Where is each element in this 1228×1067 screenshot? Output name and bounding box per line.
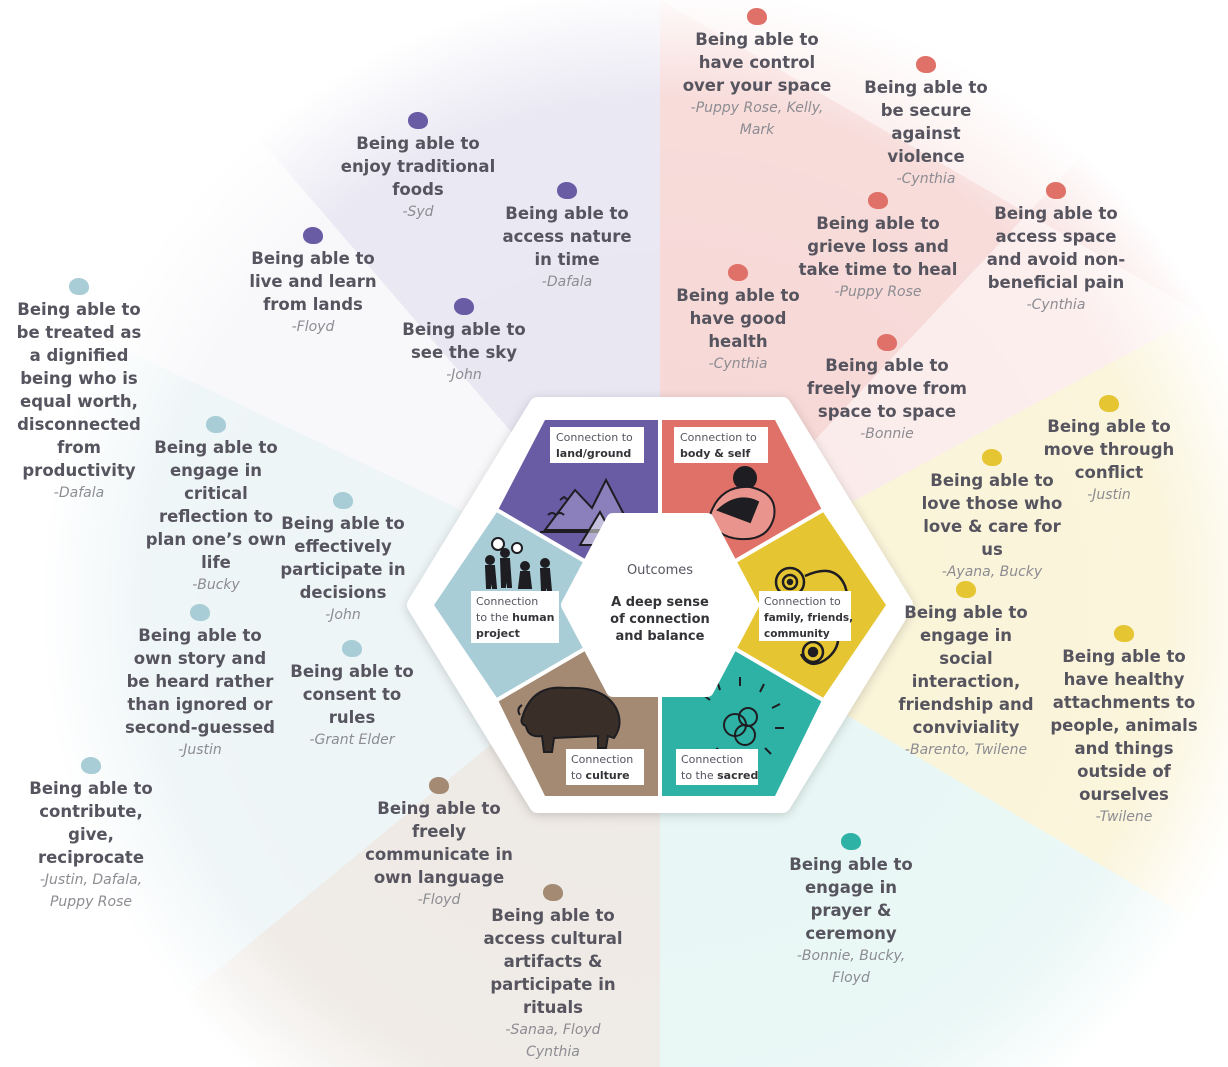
bullet-dot (190, 604, 210, 621)
segment-label-body: Connection to body & self (674, 427, 768, 463)
outcome-move-conflict: Being able to move through conflict-Just… (1039, 395, 1179, 506)
center-hexagon (561, 513, 759, 697)
svg-text:to culture: to culture (571, 769, 630, 782)
center-subtitle-line: of connection (610, 612, 710, 627)
bullet-dot (916, 56, 936, 73)
bullet-dot (877, 334, 897, 351)
bullet-dot (841, 833, 861, 850)
outcome-healthy-attachments: Being able to have healthy attachments t… (1044, 625, 1204, 828)
bullet-dot (956, 581, 976, 598)
outcome-cultural-artifacts: Being able to access cultural artifacts … (483, 884, 623, 1063)
outcome-live-learn-lands: Being able to live and learn from lands-… (243, 227, 383, 338)
svg-text:body & self: body & self (680, 447, 751, 460)
bullet-dot (408, 112, 428, 129)
outcome-control-space: Being able to have control over your spa… (682, 8, 832, 141)
bullet-dot (303, 227, 323, 244)
segment-label-family: Connection to family, friends, community (759, 591, 853, 641)
outcome-secure-violence: Being able to be secure against violence… (851, 56, 1001, 190)
center-title: Outcomes (627, 563, 693, 578)
bullet-dot (982, 449, 1002, 466)
bullet-dot (333, 492, 353, 509)
segment-label-sacred: Connection to the sacred (676, 749, 758, 785)
outcome-traditional-foods: Being able to enjoy traditional foods-Sy… (338, 112, 498, 223)
bullet-dot (557, 182, 577, 199)
outcome-good-health: Being able to have good health-Cynthia (673, 264, 803, 375)
crouching-figure-icon (708, 466, 776, 541)
bullet-dot (342, 640, 362, 657)
outcome-dignified-being: Being able to be treated as a dignified … (14, 278, 144, 504)
svg-text:Connection: Connection (476, 595, 538, 608)
outcome-own-language: Being able to freely communicate in own … (364, 777, 514, 911)
bison-icon (517, 686, 621, 753)
bullet-dot (429, 777, 449, 794)
outcome-participate-decisions: Being able to effectively participate in… (278, 492, 408, 626)
outcome-critical-reflection: Being able to engage in critical reflect… (141, 416, 291, 596)
center-subtitle-line: A deep sense (611, 595, 709, 610)
bullet-dot (728, 264, 748, 281)
bullet-dot (543, 884, 563, 901)
bullet-dot (1114, 625, 1134, 642)
hexagon-wheel: Connection to land/ground Connection to … (407, 397, 913, 813)
outcome-social-interaction: Being able to engage in social interacti… (891, 581, 1041, 761)
segment-label-culture: Connection to culture (566, 749, 644, 785)
segment-label-human: Connection to the human project (471, 591, 559, 643)
svg-text:family, friends,: family, friends, (764, 612, 853, 624)
svg-text:Connection: Connection (571, 753, 633, 766)
outcome-access-nature: Being able to access nature in time-Dafa… (492, 182, 642, 293)
svg-text:land/ground: land/ground (556, 447, 631, 460)
outcome-own-story: Being able to own story and be heard rat… (125, 604, 275, 761)
svg-text:project: project (476, 627, 520, 640)
svg-text:to the sacred: to the sacred (681, 769, 758, 782)
bullet-dot (81, 757, 101, 774)
svg-text:Connection to: Connection to (764, 595, 841, 608)
center-subtitle-line: and balance (616, 629, 705, 644)
bullet-dot (747, 8, 767, 25)
svg-text:Connection to: Connection to (680, 431, 757, 444)
svg-text:community: community (764, 628, 830, 640)
bullet-dot (454, 298, 474, 315)
outcome-freely-move: Being able to freely move from space to … (807, 334, 967, 445)
bullet-dot (206, 416, 226, 433)
svg-text:Connection to: Connection to (556, 431, 633, 444)
bullet-dot (1046, 182, 1066, 199)
outcome-prayer-ceremony: Being able to engage in prayer & ceremon… (776, 833, 926, 989)
outcome-love-care: Being able to love those who love & care… (912, 449, 1072, 583)
bullet-dot (1099, 395, 1119, 412)
center-subtitle: A deep sense of connection and balance (610, 595, 710, 644)
bullet-dot (868, 192, 888, 209)
svg-text:Connection: Connection (681, 753, 743, 766)
outcome-see-sky: Being able to see the sky-John (399, 298, 529, 386)
outcome-contribute-give: Being able to contribute, give, reciproc… (16, 757, 166, 913)
segment-label-land: Connection to land/ground (550, 427, 644, 463)
outcome-consent-rules: Being able to consent to rules-Grant Eld… (277, 640, 427, 751)
svg-text:to the human: to the human (476, 611, 554, 624)
bullet-dot (69, 278, 89, 295)
outcome-access-space: Being able to access space and avoid non… (981, 182, 1131, 316)
outcome-grieve-loss: Being able to grieve loss and take time … (798, 192, 958, 303)
